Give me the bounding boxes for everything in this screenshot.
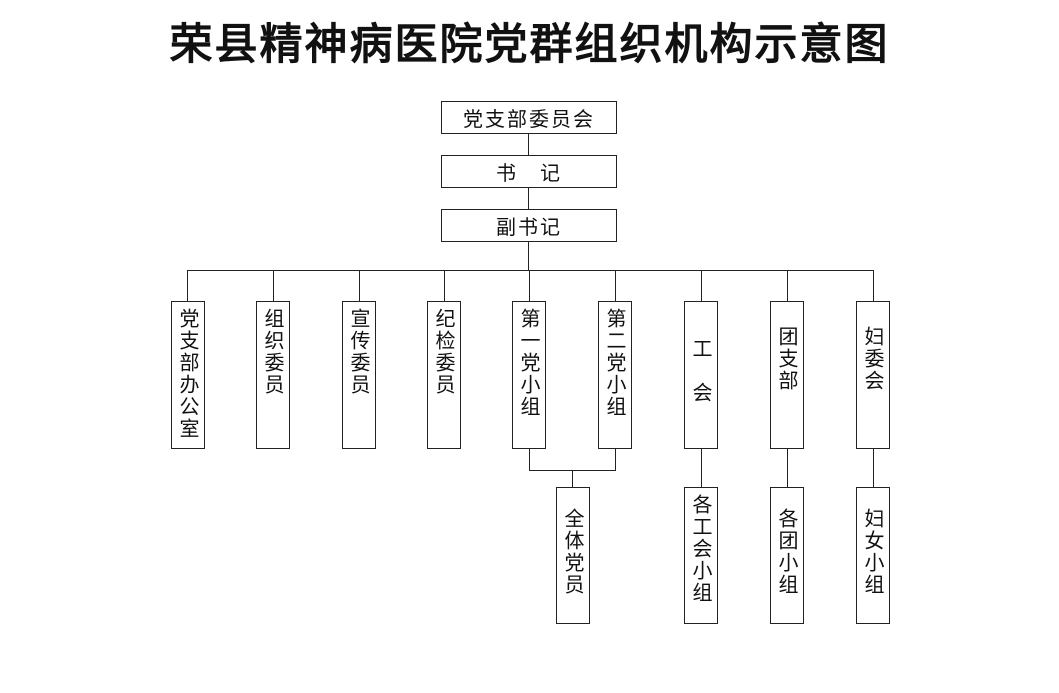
connector — [787, 449, 788, 487]
unit-box: 第二党小组 — [598, 301, 632, 449]
secretary-box: 书 记 — [441, 155, 617, 188]
unit-label: 第二党小组 — [603, 308, 627, 418]
connector — [572, 470, 573, 487]
unit-box: 第一党小组 — [512, 301, 546, 449]
sub-box: 各工会小组 — [684, 487, 718, 624]
connector — [701, 449, 702, 487]
unit-label: 纪检委员 — [432, 308, 456, 396]
sub-label: 全体党员 — [561, 508, 585, 596]
unit-box: 团支部 — [770, 301, 804, 449]
sub-label: 妇女小组 — [861, 508, 885, 596]
sub-box: 各团小组 — [770, 487, 804, 624]
connector — [873, 449, 874, 487]
party-committee-box: 党支部委员会 — [441, 101, 617, 134]
connector — [187, 270, 874, 271]
unit-label: 党支部办公室 — [176, 308, 200, 440]
unit-label: 宣传委员 — [347, 308, 371, 396]
connector — [187, 270, 188, 301]
connector — [787, 270, 788, 301]
unit-box: 组织委员 — [256, 301, 290, 449]
unit-box: 纪检委员 — [427, 301, 461, 449]
connector — [529, 449, 530, 470]
unit-box: 妇委会 — [856, 301, 890, 449]
sub-label: 各团小组 — [775, 508, 799, 596]
chart-title: 荣县精神病医院党群组织机构示意图 — [169, 20, 890, 70]
sub-box: 妇女小组 — [856, 487, 890, 624]
connector — [444, 270, 445, 301]
connector — [873, 270, 874, 301]
unit-box: 宣传委员 — [342, 301, 376, 449]
connector — [615, 270, 616, 301]
connector — [273, 270, 274, 301]
deputy-secretary-box: 副书记 — [441, 209, 617, 242]
connector — [359, 270, 360, 301]
connector — [701, 270, 702, 301]
connector — [528, 242, 529, 270]
sub-box: 全体党员 — [556, 487, 590, 624]
unit-label: 工 会 — [689, 338, 713, 404]
connector — [528, 134, 529, 155]
unit-box: 党支部办公室 — [171, 301, 205, 449]
unit-label: 团支部 — [775, 326, 799, 392]
sub-label: 各工会小组 — [689, 494, 713, 604]
connector — [615, 449, 616, 470]
unit-box: 工 会 — [684, 301, 718, 449]
unit-label: 第一党小组 — [517, 308, 541, 418]
connector — [529, 270, 530, 301]
connector — [528, 188, 529, 209]
unit-label: 妇委会 — [861, 326, 885, 392]
unit-label: 组织委员 — [261, 308, 285, 396]
